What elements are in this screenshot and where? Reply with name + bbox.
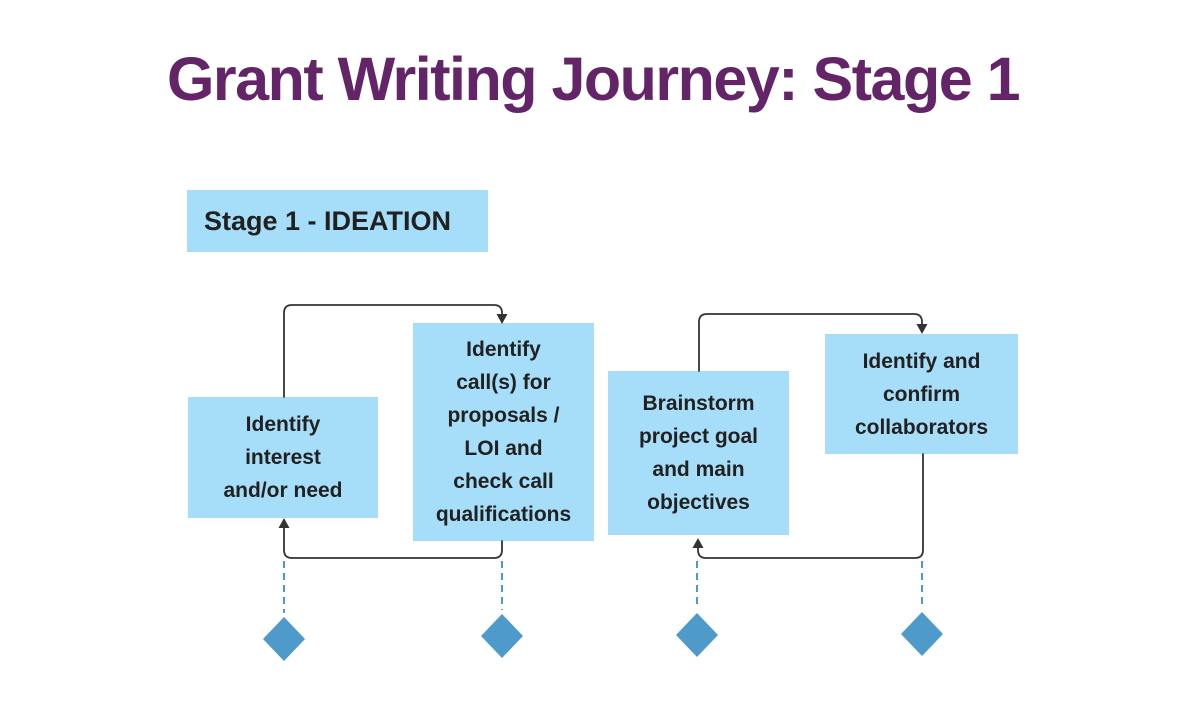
milestone-diamond-icon xyxy=(901,612,943,656)
flow-node-confirm-collaborators: Identify and confirm collaborators xyxy=(825,334,1018,454)
flow-node-identify-interest: Identify interest and/or need xyxy=(188,397,378,518)
arrowhead-down-node4-icon xyxy=(916,324,928,334)
stage-label-chip: Stage 1 - IDEATION xyxy=(187,190,488,252)
arrowhead-up-node3-icon xyxy=(692,538,704,548)
milestone-diamond-icon xyxy=(481,614,523,658)
flow-node-brainstorm-goal: Brainstorm project goal and main objecti… xyxy=(608,371,789,535)
stage-label: Stage 1 - IDEATION xyxy=(204,205,452,236)
flow-node-identify-calls: Identify call(s) for proposals / LOI and… xyxy=(413,323,594,541)
page-title: Grant Writing Journey: Stage 1 xyxy=(166,45,1021,113)
arrowhead-up-node1-icon xyxy=(278,518,290,528)
milestone-diamond-icon xyxy=(263,617,305,661)
milestone-diamond-icon xyxy=(676,613,718,657)
